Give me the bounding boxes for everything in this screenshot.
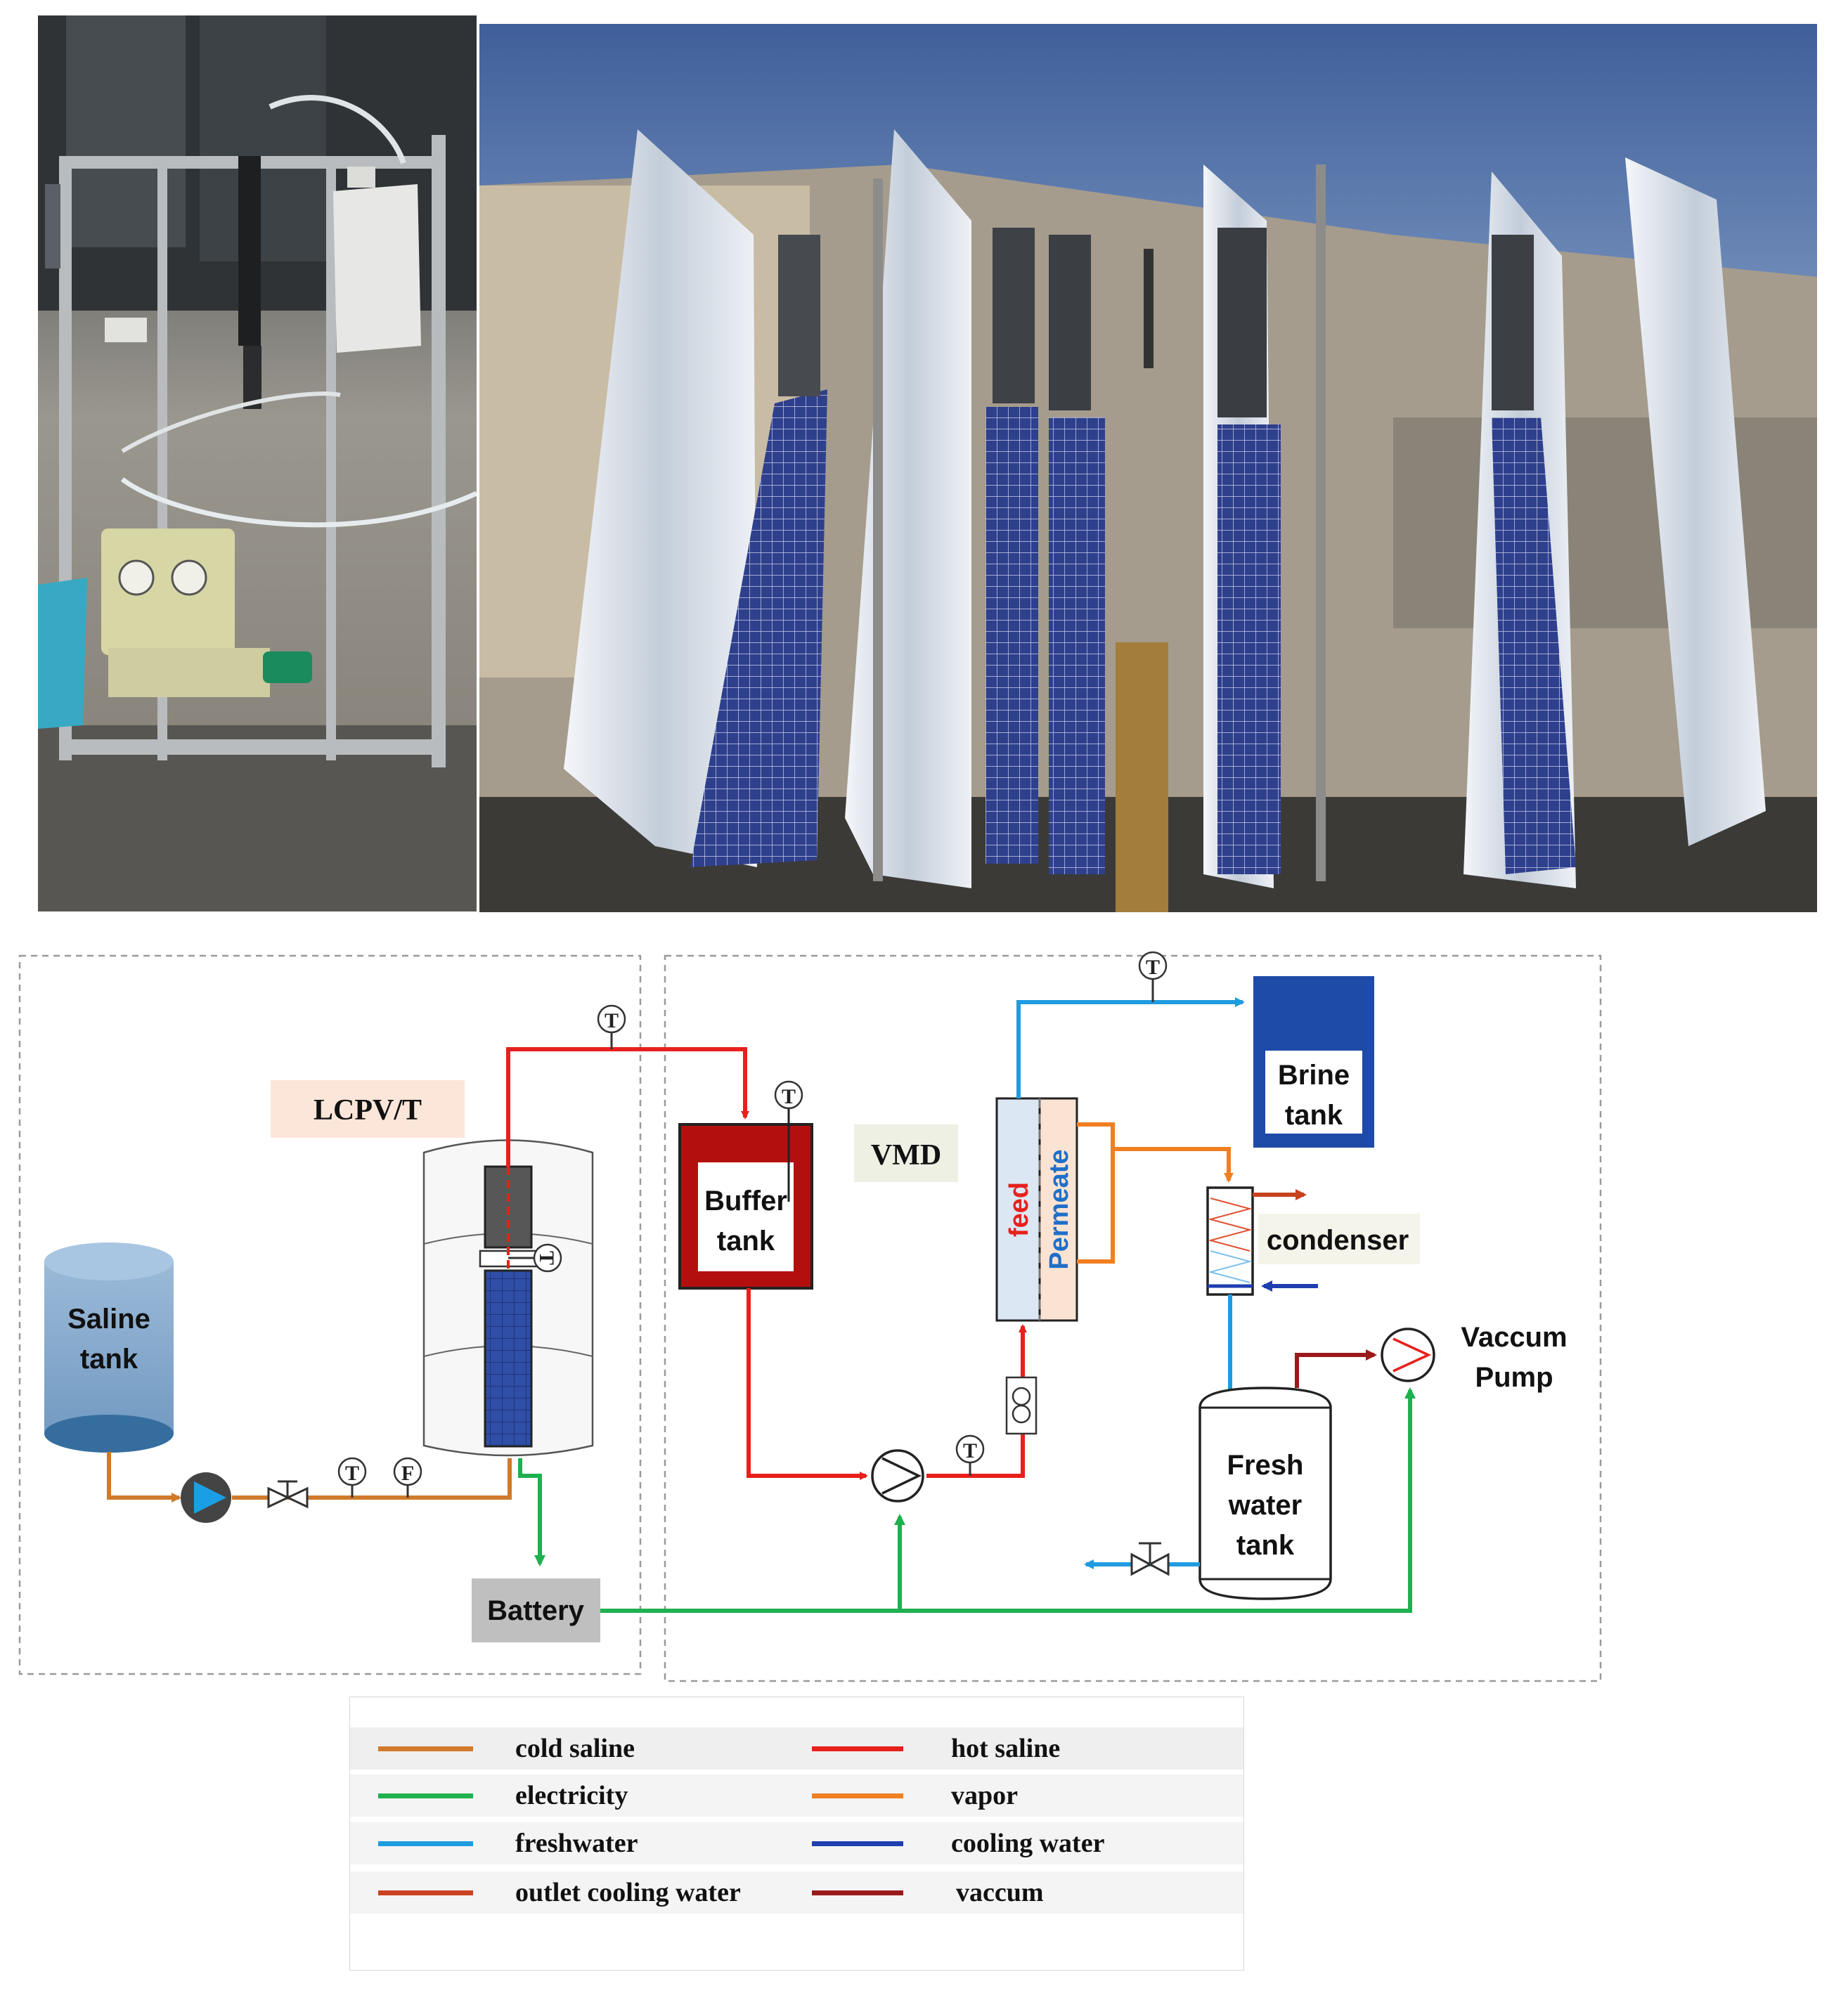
vapor-line (1077, 1122, 1115, 1264)
brine-tank-label-1: Brine (1278, 1060, 1350, 1091)
fresh-water-tank-label-3: tank (1236, 1530, 1295, 1561)
temperature-sensor-icon: T (597, 1004, 626, 1049)
vacuum-pump-icon (1381, 1328, 1435, 1382)
electricity-line-to-battery (518, 1458, 545, 1566)
battery-label: Battery (487, 1595, 585, 1626)
legend-swatch-vacuum (812, 1890, 903, 1895)
vmd-subsystem-box (664, 954, 1602, 1682)
legend-label-vacuum: vaccum (956, 1878, 1044, 1907)
fresh-water-tank-label-1: Fresh (1227, 1450, 1304, 1481)
legend-label-outlet-cooling-water: outlet cooling water (515, 1878, 741, 1907)
legend-swatch-cold-saline (378, 1746, 473, 1751)
legend-swatch-freshwater (378, 1841, 473, 1846)
freshwater-line-to-brine (1016, 997, 1245, 1098)
hot-saline-line-to-pump (747, 1288, 868, 1480)
svg-text:T: T (963, 1439, 977, 1462)
condenser-label: condenser (1267, 1225, 1409, 1256)
svg-text:F: F (401, 1462, 414, 1485)
condenser (1206, 1186, 1254, 1296)
saline-tank: Saline tank (44, 1242, 174, 1453)
vmd-label-box (854, 1124, 958, 1182)
electricity-line-trunk (600, 1387, 1416, 1613)
cold-saline-line (107, 1452, 181, 1503)
temperature-sensor-icon: T (955, 1434, 985, 1476)
membrane-feed-label: feed (1004, 1182, 1034, 1237)
battery-box (472, 1578, 600, 1642)
legend-swatch-outlet-cooling-water (378, 1890, 473, 1895)
legend-label-electricity: electricity (515, 1781, 628, 1810)
legend-label-cold-saline: cold saline (515, 1734, 635, 1763)
svg-text:T: T (345, 1462, 359, 1485)
lcpvt-label: LCPV/T (314, 1094, 422, 1127)
saline-valve-icon (267, 1480, 309, 1509)
legend-swatch-cooling-water (812, 1841, 903, 1846)
saline-tank-label-1: Saline (67, 1304, 150, 1335)
flow-meter-icon (1005, 1376, 1038, 1435)
legend-label-freshwater: freshwater (515, 1829, 638, 1858)
fresh-water-tank: Fresh water tank (1198, 1387, 1332, 1600)
legend-label-cooling-water: cooling water (951, 1829, 1105, 1858)
fresh-water-tank-label-2: water (1228, 1490, 1303, 1521)
brine-tank: Brine tank (1253, 976, 1374, 1148)
rooftop-lcpvt-collector-photo (479, 24, 1817, 912)
svg-text:T: T (782, 1085, 796, 1108)
indoor-vmd-test-rig-photo (38, 15, 477, 911)
svg-text:T: T (1146, 956, 1160, 979)
legend-swatch-vapor (812, 1793, 903, 1798)
legend-swatch-hot-saline (812, 1746, 903, 1751)
legend-swatch-electricity (378, 1793, 473, 1798)
lcpvt-label-box (271, 1080, 465, 1138)
pv-panel (484, 1269, 533, 1448)
legend-row: outlet cooling water vaccum (350, 1871, 1243, 1914)
legend-row: cold saline hot saline (350, 1727, 1243, 1770)
hot-saline-line-to-membrane (926, 1324, 1027, 1478)
legend-row: freshwater cooling water (350, 1822, 1243, 1864)
vacuum-pump-label-2: Pump (1475, 1362, 1553, 1393)
temperature-sensor-icon: T (1138, 951, 1168, 1002)
buffer-tank: Buffer tank T (678, 1080, 813, 1290)
hot-saline-line-to-buffer (506, 1047, 749, 1167)
circulation-pump-icon (871, 1449, 924, 1503)
outlet-valve-icon (1130, 1542, 1170, 1576)
saline-pump-icon (181, 1472, 231, 1523)
vmd-membrane-module: feed Permeate (995, 1097, 1078, 1322)
legend: cold saline hot saline electricity vapor… (349, 1696, 1244, 1971)
flow-sensor-icon: F (393, 1457, 422, 1498)
legend-row: electricity vapor (350, 1774, 1243, 1817)
vmd-label: VMD (871, 1139, 941, 1172)
vacuum-pump-label-1: Vaccum (1461, 1322, 1567, 1353)
vacuum-line (1295, 1349, 1377, 1388)
lcpvt-subsystem-box (18, 954, 642, 1675)
svg-text:T: T (535, 1251, 558, 1265)
buffer-tank-label-2: tank (717, 1226, 775, 1257)
legend-label-hot-saline: hot saline (951, 1734, 1061, 1763)
saline-tank-label-2: tank (80, 1344, 138, 1375)
condenser-label-box (1258, 1214, 1420, 1264)
temperature-sensor-icon: T (337, 1457, 367, 1498)
membrane-permeate-label: Permeate (1045, 1149, 1074, 1269)
legend-label-vapor: vapor (951, 1781, 1018, 1810)
brine-tank-label-2: tank (1285, 1100, 1343, 1131)
svg-text:T: T (605, 1009, 619, 1032)
lcpvt-collector: T (422, 1139, 594, 1457)
buffer-tank-label-1: Buffer (704, 1186, 787, 1216)
